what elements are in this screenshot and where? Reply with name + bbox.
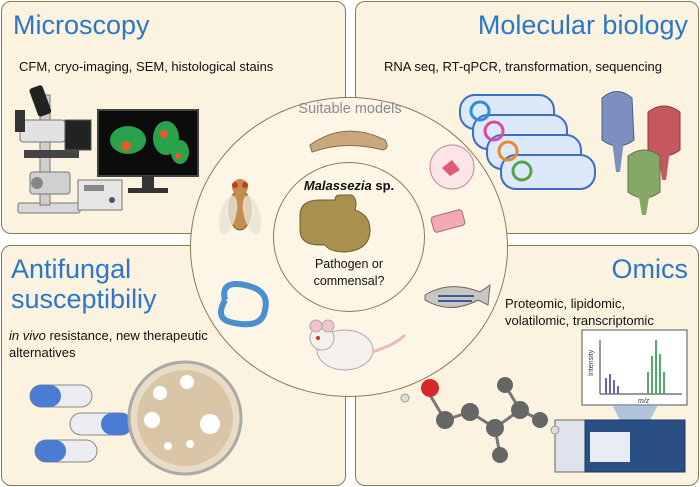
- mouse-icon: [309, 319, 407, 371]
- molecular-biology-desc: RNA seq, RT-qPCR, transformation, sequen…: [384, 59, 662, 74]
- cell-culture-icon: [429, 144, 475, 233]
- malassezia-cell-icon: [299, 194, 371, 253]
- microscope-icon: [15, 85, 81, 214]
- chart-ylabel: Intensity: [588, 349, 595, 376]
- mass-spectrometer-icon: [554, 419, 686, 473]
- pathogen-question-line1: Pathogen or: [314, 257, 384, 271]
- antifungal-desc-line2: alternatives: [9, 345, 76, 360]
- malassezia-species: sp.: [371, 178, 395, 193]
- malassezia-genus: Malassezia: [303, 178, 372, 193]
- control-box-icon: [77, 179, 123, 211]
- larva-icon: [309, 130, 388, 153]
- omics-desc-line1: Proteomic, lipidomic,: [505, 296, 625, 311]
- fruit-fly-icon: [218, 179, 262, 235]
- microscopy-desc: CFM, cryo-imaging, SEM, histological sta…: [19, 59, 274, 74]
- suitable-models-label: Suitable models: [298, 101, 402, 117]
- plasmid-plates-icon: [459, 94, 596, 190]
- molecule-atoms: [400, 377, 560, 463]
- antifungal-title-line1: Antifungal: [11, 254, 132, 284]
- molecular-biology-title: Molecular biology: [477, 10, 688, 40]
- petri-dish-icon: [127, 360, 243, 476]
- monitor-icon: [97, 109, 199, 193]
- omics-title: Omics: [611, 254, 689, 284]
- malassezia-label: Malassezia sp.: [283, 178, 415, 193]
- omics-desc-line2: volatilomic, transcriptomic: [505, 313, 654, 328]
- zebrafish-icon: [424, 283, 491, 308]
- sequencing-tubes-icon: [601, 91, 681, 215]
- antifungal-desc-line1: in vivo resistance, new therapeutic: [9, 327, 208, 344]
- nematode-icon: [218, 281, 269, 328]
- antifungal-title-line2: susceptibiliy: [11, 284, 157, 314]
- in-vivo-italic: in vivo: [9, 328, 46, 343]
- camera-icon: [64, 119, 92, 151]
- mass-spec-chart-icon: [581, 329, 688, 420]
- pathogen-question-line2: commensal?: [313, 274, 385, 288]
- chart-xlabel: m/z: [638, 398, 650, 405]
- microscopy-title: Microscopy: [13, 10, 150, 40]
- pills-icon: [29, 384, 133, 463]
- antifungal-desc-rest: resistance, new therapeutic: [45, 328, 208, 343]
